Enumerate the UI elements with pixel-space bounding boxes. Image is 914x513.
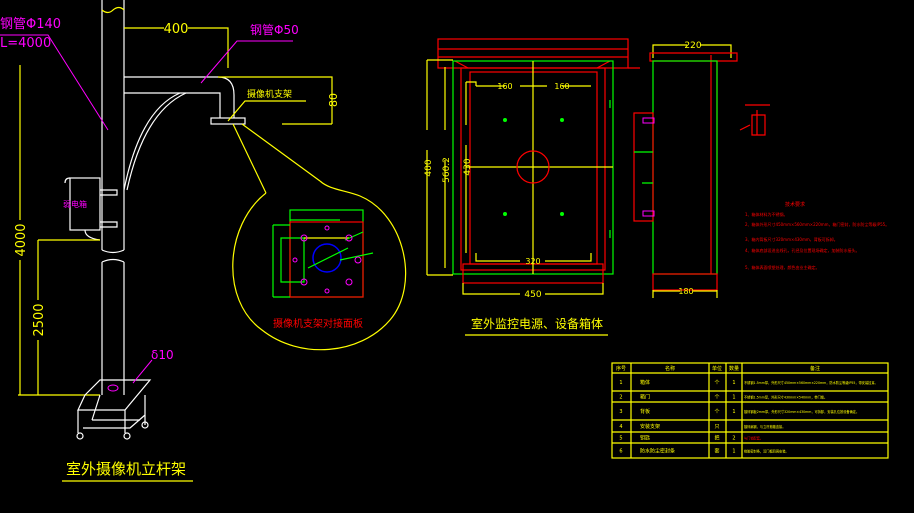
notes-heading: 技术要求 (785, 201, 805, 208)
table-cell: 把 (714, 435, 719, 442)
pole-elevation: 400 80 钢管Φ140 L=4000 钢管Φ50 摄像机支架 弱电箱 400… (0, 0, 340, 482)
arm-brace (123, 92, 187, 191)
dim-box-height: 2500 (32, 303, 47, 336)
dim-hole-left: 160 (497, 82, 512, 91)
table-cell: 1 (732, 449, 735, 455)
table-cell: 箱门 (640, 394, 650, 401)
table-cell: 个 (714, 395, 719, 401)
dim-arm-length: 400 (164, 22, 189, 37)
box-drawing-title: 室外监控电源、设备箱体 (471, 316, 603, 331)
label-weak-box: 弱电箱 (63, 199, 87, 209)
dim-inner-height: 430 (463, 158, 473, 175)
table-cell: 只 (714, 424, 719, 430)
dim-hole-span: 320 (525, 257, 540, 266)
table-header: 序号 (616, 365, 626, 372)
table-header: 名称 (665, 365, 675, 372)
label-pipe-length: L=4000 (0, 36, 51, 51)
table-cell: 橡胶密封条，沿门框四周安装。 (744, 449, 789, 454)
table-cell: 镀锌扁钢，与立杆抱箍连接。 (744, 424, 785, 429)
pole-drawing-title: 室外摄像机立杆架 (66, 460, 186, 478)
table-cell: 个 (714, 380, 719, 386)
technical-notes: 技术要求 1、箱体材料为不锈钢。 2、箱体外形尺寸450mm×560mm×220… (745, 201, 889, 270)
table-cell: 安装支架 (640, 423, 660, 430)
note-item: 3、箱内背板尺寸320mm×430mm，背板可拆卸。 (745, 236, 838, 242)
dim-width: 450 (524, 290, 541, 300)
table-cell: 不锈钢1.5mm厚，外形尺寸450mm×560mm×220mm，防水防尘等级IP… (744, 380, 878, 385)
table-cell: 1 (732, 380, 735, 386)
camera-mount-plate (210, 117, 246, 125)
detail-title: 摄像机支架对接面板 (273, 317, 363, 330)
table-cell: 钥匙 (640, 435, 650, 442)
table-cell: 个 (714, 409, 719, 415)
table-cell: 背板 (640, 408, 650, 415)
table-cell: 套 (714, 448, 719, 455)
table-header: 数量 (729, 365, 739, 372)
dim-total-height: 4000 (14, 223, 29, 256)
table-cell: 防水防尘密封条 (640, 448, 675, 455)
detail-bubble (232, 180, 407, 351)
pole-break-top (101, 6, 125, 14)
label-arm-pipe: 钢管Φ50 (250, 22, 299, 37)
table-cell: 3 (619, 409, 622, 415)
table-cell: 镀锌钢板2mm厚，外形尺寸320mm×430mm，可拆卸，安装孔位按设备确定。 (744, 409, 859, 414)
table-cell: 1 (732, 395, 735, 401)
dim-side-bottom: 180 (678, 287, 693, 296)
dim-arm-drop: 80 (327, 93, 340, 107)
pole-break (101, 249, 125, 263)
table-cell: 1 (619, 380, 622, 386)
table-cell: 2 (619, 395, 622, 401)
label-main-pipe: 钢管Φ140 (0, 17, 61, 32)
table-cell: 箱体 (640, 379, 650, 386)
table-header: 备注 (810, 365, 820, 372)
box-side-view: 220 180 (633, 41, 770, 298)
table-cell: 5 (619, 436, 622, 442)
bracket-plate-detail: 摄像机支架对接面板 (232, 123, 407, 351)
note-item: 2、箱体外形尺寸450mm×560mm×220mm，箱门密封，防水防尘等级IP5… (745, 221, 889, 227)
dim-outer-height: 400 (424, 159, 434, 176)
table-cell: 2 (732, 436, 735, 442)
base-frame (77, 379, 152, 433)
table-cell: 4 (619, 424, 622, 430)
table-cell: 与门锁配套。 (744, 436, 763, 441)
dim-side-top: 220 (684, 41, 701, 51)
camera-arm (124, 76, 235, 118)
table-header: 单位 (712, 365, 722, 372)
dim-hole-right: 160 (554, 82, 569, 91)
note-item: 1、箱体材料为不锈钢。 (745, 211, 788, 217)
box-front-view: 400 560.2 430 160 160 320 450 室外监控电源、设备箱… (424, 38, 640, 336)
label-camera-bracket: 摄像机支架 (247, 88, 292, 100)
table-cell: 1 (732, 409, 735, 415)
mounting-holes (503, 118, 564, 216)
table-cell: 不锈钢1.5mm厚，外形尺寸430mm×540mm，带门锁。 (744, 395, 827, 400)
note-item: 4、箱体底部设进出线孔，孔径及位置现场确定，加装防水接头。 (745, 247, 860, 253)
label-base-plate: δ10 (151, 348, 174, 362)
table-cell: 6 (619, 449, 622, 455)
dim-mid-height: 560.2 (442, 157, 452, 183)
note-item: 5、箱体表面喷塑处理，颜色由业主确定。 (745, 264, 820, 270)
